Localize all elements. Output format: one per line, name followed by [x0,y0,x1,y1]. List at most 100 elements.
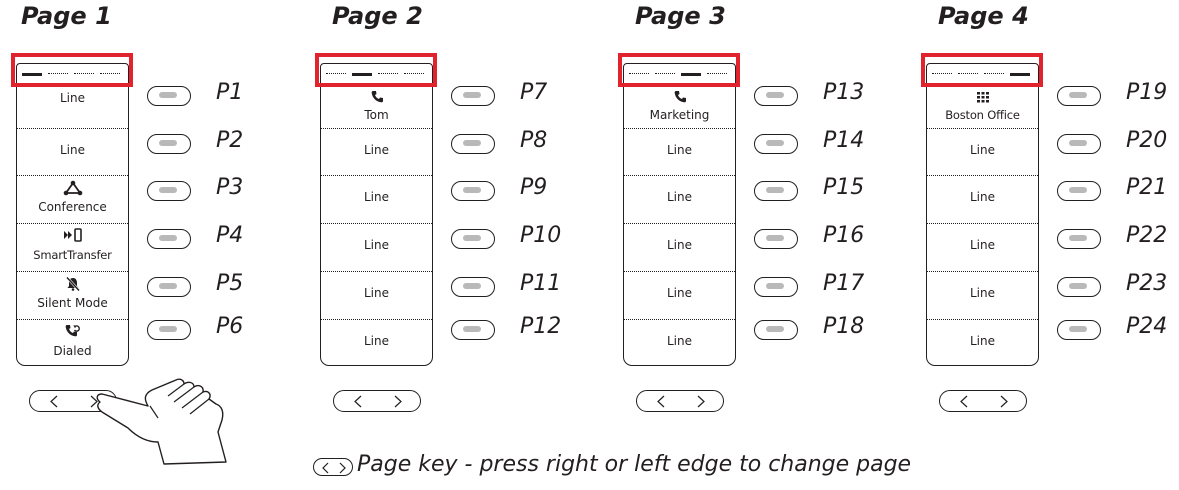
page-title: Page 3 [635,2,726,30]
key-label: Line [59,91,85,105]
key-label-slot: Line [927,224,1038,272]
programmable-key-label: P17 [823,271,865,296]
key-label-slot: Line [624,224,735,272]
page-indicator-highlight [921,53,1043,87]
page-indicator-segment [404,73,424,76]
programmable-key-label: P20 [1126,128,1168,153]
programmable-key-button[interactable] [147,320,191,340]
programmable-key-button[interactable] [147,134,191,154]
programmable-key-button[interactable] [754,86,798,106]
key-label: Line [666,334,692,348]
key-label: Line [363,334,389,348]
page-indicator-active-segment [1010,72,1030,76]
programmable-key-button[interactable] [147,229,191,249]
programmable-key-label: P23 [1126,271,1168,296]
key-label: Marketing [649,108,710,122]
phone-icon [624,90,735,109]
key-label: Line [363,238,389,252]
key-label-slot: Line [624,129,735,176]
key-label-slot: Conference [17,176,128,224]
page-key-button[interactable] [939,390,1027,412]
page-key-button[interactable] [333,390,421,412]
programmable-key-label: P16 [823,223,865,248]
key-label-slot: Line [17,129,128,176]
programmable-key-button[interactable] [1057,320,1101,340]
programmable-key-button[interactable] [147,277,191,297]
programmable-key-button[interactable] [1057,181,1101,201]
programmable-key-button[interactable] [451,134,495,154]
page-indicator [326,72,427,76]
programmable-key-button[interactable] [451,320,495,340]
key-label-slot: Tom [321,84,432,129]
programmable-key-label: P19 [1126,80,1168,105]
programmable-key-button[interactable] [1057,229,1101,249]
key-label: Line [969,286,995,300]
key-label: Line [969,190,995,204]
programmable-key-label: P12 [520,314,562,339]
smart-transfer-icon [17,228,128,247]
programmable-key-label: P22 [1126,223,1168,248]
directory-icon [927,90,1038,108]
key-label: Line [666,190,692,204]
programmable-key-label: P9 [520,175,548,200]
page-indicator-segment [629,73,649,76]
key-label-slot: Line [17,84,128,129]
key-label-slot: Line [321,272,432,320]
programmable-key-button[interactable] [1057,134,1101,154]
programmable-key-label: P4 [216,223,244,248]
programmable-key-button[interactable] [451,86,495,106]
chevron-right-icon [90,395,98,408]
page-key-button[interactable] [636,390,724,412]
page-indicator-segment [378,73,398,76]
programmable-key-button[interactable] [754,320,798,340]
programmable-key-button[interactable] [1057,277,1101,297]
programmable-key-label: P14 [823,128,865,153]
programmable-key-button[interactable] [451,181,495,201]
chevron-left-icon [50,395,58,408]
programmable-key-label: P2 [216,128,244,153]
programmable-key-button[interactable] [1057,86,1101,106]
programmable-key-button[interactable] [754,181,798,201]
page-indicator-highlight [11,53,133,87]
chevron-left-icon [354,395,362,408]
key-label: Line [969,334,995,348]
key-label: Tom [364,108,389,122]
key-label-slot: Line [321,176,432,224]
programmable-key-label: P6 [216,314,244,339]
page-key-legend-icon [313,458,353,476]
key-label-slot: SmartTransfer [17,224,128,272]
page-indicator-segment [326,73,346,76]
dialed-icon [17,324,128,345]
page-indicator-active-segment [352,72,372,76]
page-indicator-segment [74,73,94,76]
key-label-slot: Line [927,129,1038,176]
programmable-key-button[interactable] [147,86,191,106]
key-label: Line [969,238,995,252]
page-indicator-segment [958,73,978,76]
programmable-key-button[interactable] [451,229,495,249]
programmable-key-button[interactable] [754,134,798,154]
programmable-key-button[interactable] [451,277,495,297]
programmable-key-button[interactable] [754,277,798,297]
pointing-hand-icon [88,372,248,472]
programmable-key-label: P8 [520,128,548,153]
key-label-slot: Line [927,320,1038,366]
key-label: Dialed [53,344,92,358]
chevron-left-icon [657,395,665,408]
page-key-legend-text: Page key - press right or left edge to c… [357,452,912,477]
chevron-right-icon [394,395,402,408]
page-indicator [629,72,730,76]
page-indicator-active-segment [22,72,42,76]
programmable-key-button[interactable] [147,181,191,201]
key-label-slot: Line [321,320,432,366]
key-label-slot: Dialed [17,320,128,366]
key-label: Line [666,238,692,252]
key-label-slot: Line [624,320,735,366]
programmable-key-button[interactable] [754,229,798,249]
key-label: Line [969,143,995,157]
